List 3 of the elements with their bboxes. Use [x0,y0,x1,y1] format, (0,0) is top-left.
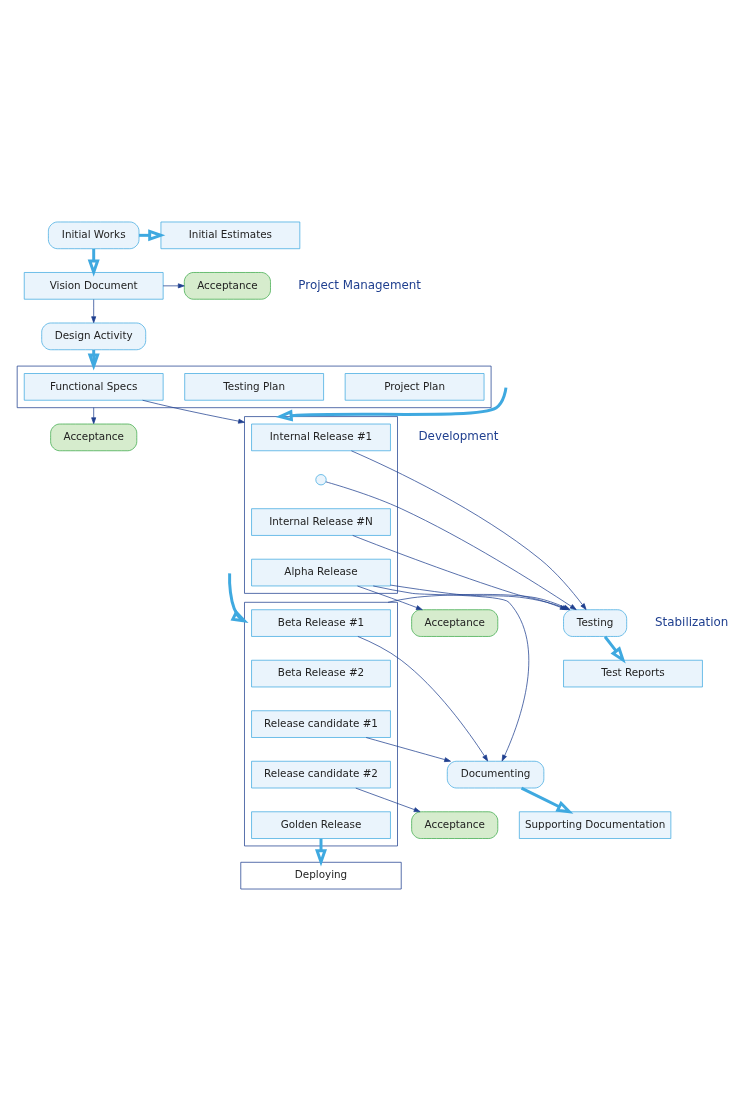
label: Development [418,429,499,444]
label: Stabilization [655,614,729,629]
label: Project Management [298,277,421,292]
